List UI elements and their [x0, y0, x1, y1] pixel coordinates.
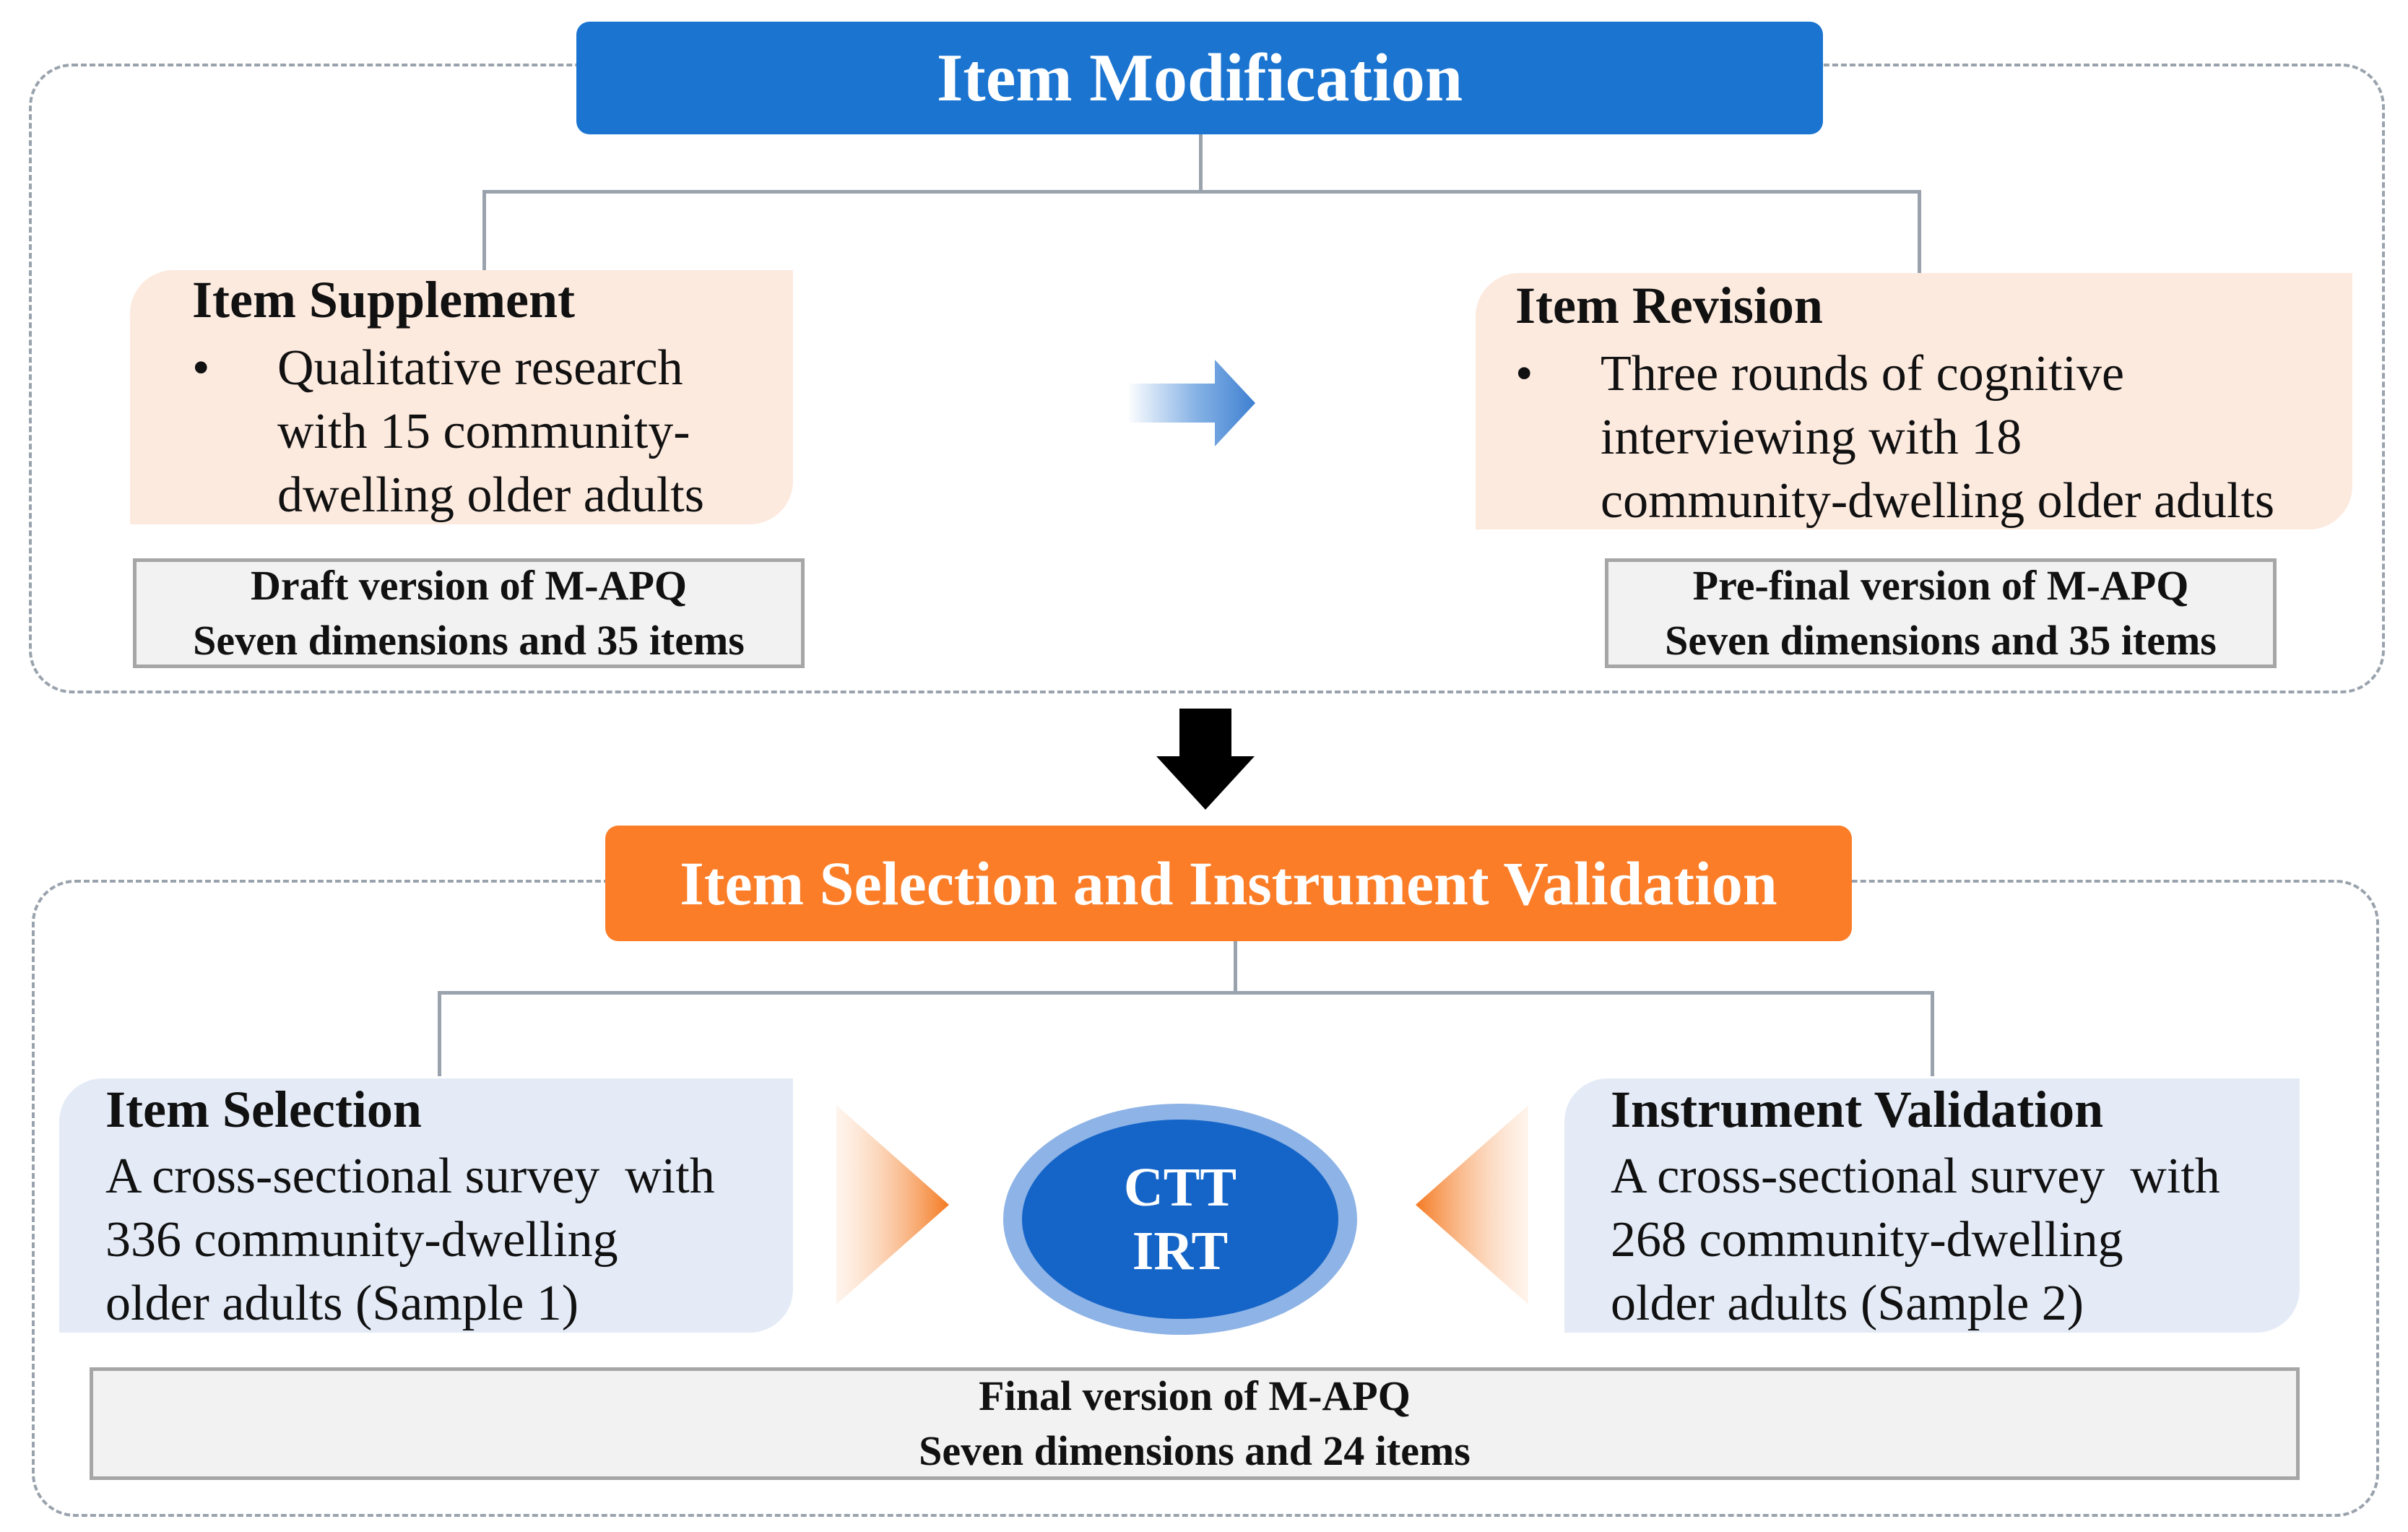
item-revision-title: Item Revision [1515, 277, 1823, 334]
item-selection-line: older adults (Sample 1) [105, 1276, 579, 1331]
instrument-validation-description: A cross-sectional survey with 268 commun… [1611, 1145, 2220, 1336]
bottom-connector-bar [438, 991, 1934, 995]
item-supplement-bullet-list: • Qualitative research with 15 community… [192, 337, 784, 527]
item-modification-header: Item Modification [576, 22, 1823, 134]
item-supplement-line: with 15 community- [277, 404, 690, 459]
item-selection-line: A cross-sectional survey with [105, 1148, 715, 1204]
instrument-validation-line: older adults (Sample 2) [1611, 1276, 2084, 1331]
draft-version-label: Draft version of M-APQ Seven dimensions … [133, 558, 805, 668]
ctt-label: CTT [1123, 1157, 1237, 1218]
final-version-label: Final version of M-APQ Seven dimensions … [90, 1367, 2300, 1480]
top-connector-right-drop [1918, 190, 1921, 274]
instrument-validation-line: 268 community-dwelling [1611, 1212, 2123, 1268]
final-version-line1: Final version of M-APQ [979, 1372, 1411, 1419]
item-revision-bullet-item: • Three rounds of cognitive interviewing… [1515, 342, 2346, 533]
item-selection-line: 336 community-dwelling [105, 1212, 618, 1268]
pre-final-version-label: Pre-final version of M-APQ Seven dimensi… [1605, 558, 2277, 668]
orange-left-triangle-icon [1416, 1105, 1528, 1304]
instrument-validation-title: Instrument Validation [1611, 1081, 2104, 1138]
item-supplement-line: Qualitative research [277, 340, 683, 396]
instrument-validation-line: A cross-sectional survey with [1611, 1148, 2220, 1204]
item-supplement-box: Item Supplement • Qualitative research w… [130, 270, 793, 524]
item-revision-line: community-dwelling older adults [1601, 473, 2275, 529]
item-selection-validation-title: Item Selection and Instrument Validation [680, 849, 1777, 918]
item-supplement-bullet-item: • Qualitative research with 15 community… [192, 337, 784, 527]
item-supplement-text: Qualitative research with 15 community- … [277, 337, 704, 527]
top-connector-bar [482, 190, 1921, 194]
item-revision-line: interviewing with 18 [1601, 410, 2022, 465]
black-down-arrow-icon [1156, 709, 1255, 810]
item-selection-title: Item Selection [105, 1081, 422, 1138]
instrument-validation-box: Instrument Validation A cross-sectional … [1564, 1078, 2300, 1333]
item-supplement-line: dwelling older adults [277, 467, 705, 523]
draft-version-line1: Draft version of M-APQ [251, 562, 687, 609]
draft-version-line2: Seven dimensions and 35 items [193, 617, 745, 664]
gradient-right-arrow-icon [1127, 360, 1255, 446]
item-revision-bullet-list: • Three rounds of cognitive interviewing… [1515, 342, 2346, 533]
bullet-icon: • [1515, 346, 1533, 402]
item-selection-validation-header: Item Selection and Instrument Validation [605, 826, 1852, 941]
item-revision-box: Item Revision • Three rounds of cognitiv… [1476, 273, 2352, 529]
item-selection-description: A cross-sectional survey with 336 commun… [105, 1145, 715, 1336]
top-connector-stem [1199, 134, 1203, 192]
bottom-connector-right-drop [1931, 991, 1934, 1076]
orange-right-triangle-icon [836, 1105, 949, 1304]
final-version-line2: Seven dimensions and 24 items [919, 1427, 1471, 1474]
item-revision-line: Three rounds of cognitive [1601, 346, 2125, 402]
item-supplement-title: Item Supplement [192, 271, 576, 329]
pre-final-version-line1: Pre-final version of M-APQ [1692, 562, 2189, 609]
item-revision-text: Three rounds of cognitive interviewing w… [1601, 342, 2274, 533]
top-connector-left-drop [482, 190, 486, 271]
ctt-irt-oval: CTT IRT [1022, 1120, 1338, 1319]
bottom-connector-stem [1234, 941, 1237, 993]
item-selection-box: Item Selection A cross-sectional survey … [59, 1078, 793, 1333]
item-modification-title: Item Modification [936, 40, 1463, 116]
bullet-icon: • [192, 340, 210, 396]
bottom-connector-left-drop [438, 991, 441, 1076]
pre-final-version-line2: Seven dimensions and 35 items [1665, 617, 2217, 664]
irt-label: IRT [1132, 1221, 1229, 1281]
